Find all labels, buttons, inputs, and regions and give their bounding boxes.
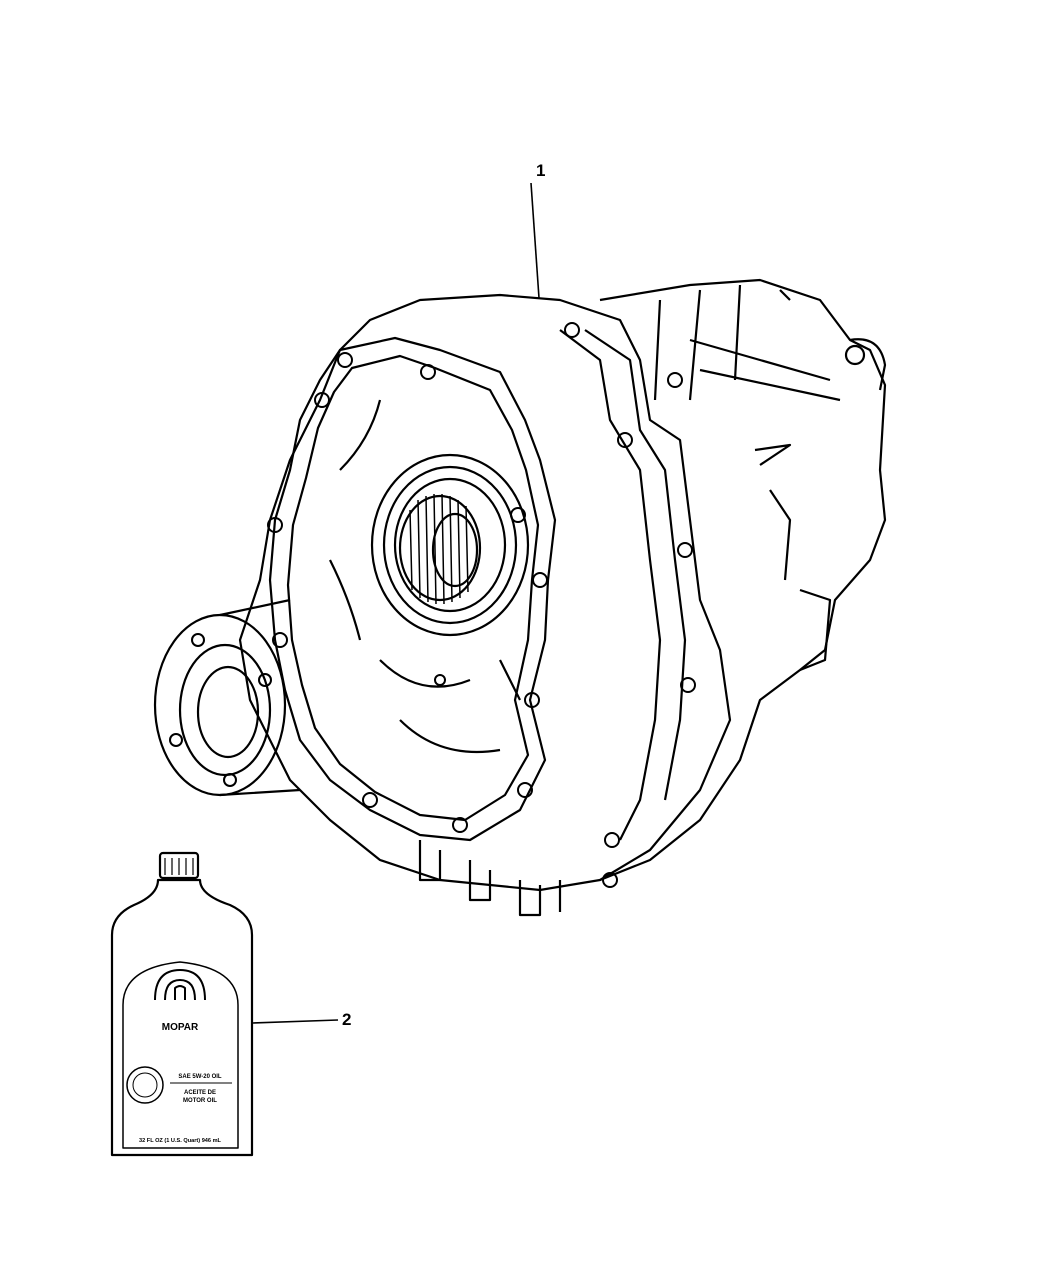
bottle-volume: 32 FL OZ (1 U.S. Quart) 946 mL bbox=[139, 1138, 222, 1144]
bottle-product-line2: ACEITE DE bbox=[184, 1090, 216, 1096]
leader-line-2 bbox=[252, 1019, 339, 1024]
bottle-product-line1: SAE 5W-20 OIL bbox=[178, 1074, 222, 1080]
oil-bottle-drawing: MOPAR SAE 5W-20 OIL ACEITE DE MOTOR OIL … bbox=[110, 851, 254, 1157]
bottle-brand: MOPAR bbox=[162, 1022, 199, 1033]
callout-2: 2 bbox=[342, 1010, 352, 1029]
leader-line-1 bbox=[530, 182, 540, 299]
mopar-logo bbox=[154, 969, 206, 1001]
bottle-product-line3: MOTOR OIL bbox=[183, 1098, 217, 1104]
callout-1: 1 bbox=[536, 161, 546, 180]
transfer-case-drawing bbox=[153, 278, 887, 917]
